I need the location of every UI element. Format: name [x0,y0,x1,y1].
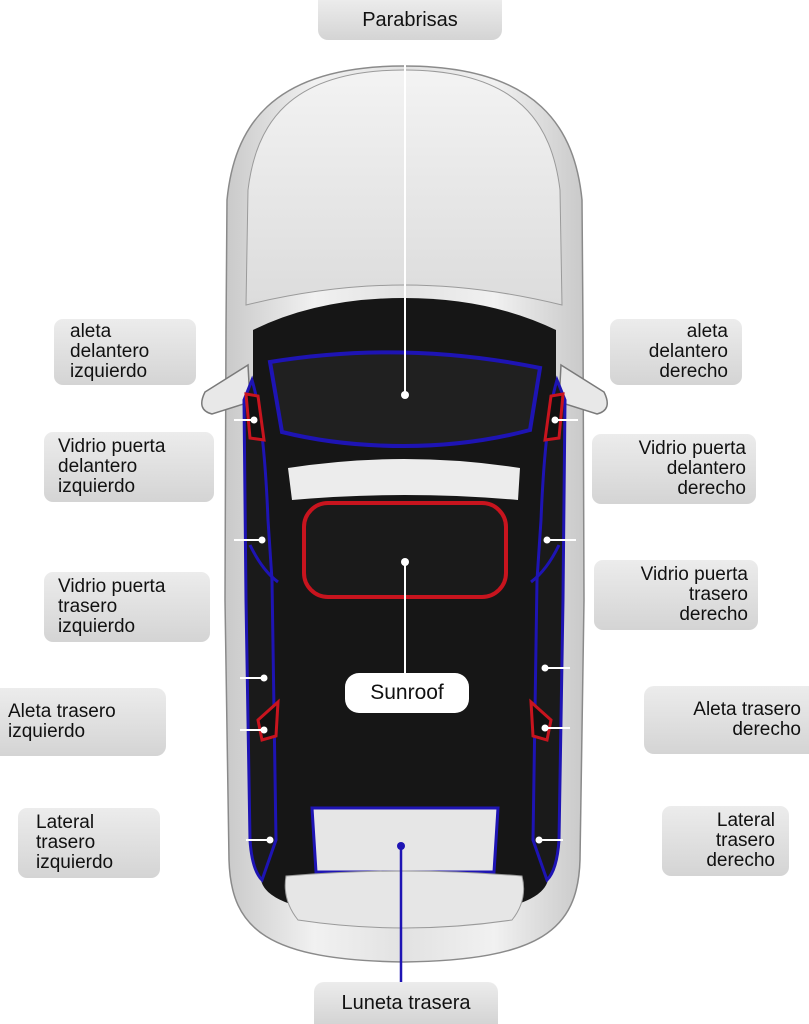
label-text: Luneta trasera [341,992,471,1014]
label-line: Vidrio puerta [58,436,166,457]
label-line: derecho [706,850,775,871]
label-line: derecho [677,478,746,499]
label-line: derecho [679,604,748,625]
label-line: trasero [36,832,96,853]
left-mirror [201,363,251,415]
label-line: delantero [648,341,728,362]
label-line: Aleta trasero [8,701,116,722]
label-line: Lateral [36,812,95,833]
right-mirror [558,363,608,415]
label-line: izquierdo [8,721,86,742]
right-door-line [530,544,561,584]
label-vidrio-puerta-trasero-derecho: Vidrio puerta trasero derecho [594,560,758,630]
label-line: izquierdo [70,361,148,382]
label-line: izquierdo [36,852,114,873]
label-aleta-delantero-derecho: aleta delantero derecho [610,319,742,385]
label-luneta-trasera: Luneta trasera [314,982,498,1024]
label-line: aleta [70,321,112,342]
trunk [284,870,525,929]
label-line: derecho [732,719,801,740]
label-aleta-trasero-izquierdo: Aleta trasero izquierdo [0,688,166,756]
label-aleta-trasero-derecho: Aleta trasero derecho [644,686,809,754]
label-line: Aleta trasero [693,699,801,720]
label-line: aleta [686,321,728,342]
label-line: izquierdo [58,616,136,637]
label-text: Sunroof [370,681,444,704]
label-parabrisas: Parabrisas [318,0,502,40]
label-text: Parabrisas [362,9,458,31]
label-line: trasero [715,830,775,851]
roof-strip [288,459,520,500]
label-lateral-trasero-izquierdo: Lateral trasero izquierdo [18,808,160,878]
label-line: trasero [58,596,118,617]
label-aleta-delantero-izquierdo: aleta delantero izquierdo [54,319,196,385]
label-vidrio-puerta-trasero-izquierdo: Vidrio puerta trasero izquierdo [44,572,210,642]
label-line: delantero [58,456,138,477]
label-line: derecho [659,361,728,382]
label-line: delantero [70,341,150,362]
left-door-line [248,544,279,584]
windshield-glass [267,350,543,449]
label-lateral-trasero-derecho: Lateral trasero derecho [662,806,789,876]
rear-window [310,806,500,874]
label-line: delantero [666,458,746,479]
label-line: Lateral [716,810,775,831]
label-line: trasero [688,584,748,605]
label-sunroof: Sunroof [345,673,469,713]
leader-lines [234,40,578,985]
label-line: izquierdo [58,476,136,497]
label-line: Vidrio puerta [640,564,748,585]
label-line: Vidrio puerta [58,576,166,597]
label-vidrio-puerta-delantero-derecho: Vidrio puerta delantero derecho [592,434,756,504]
label-vidrio-puerta-delantero-izquierdo: Vidrio puerta delantero izquierdo [44,432,214,502]
label-line: Vidrio puerta [638,438,746,459]
